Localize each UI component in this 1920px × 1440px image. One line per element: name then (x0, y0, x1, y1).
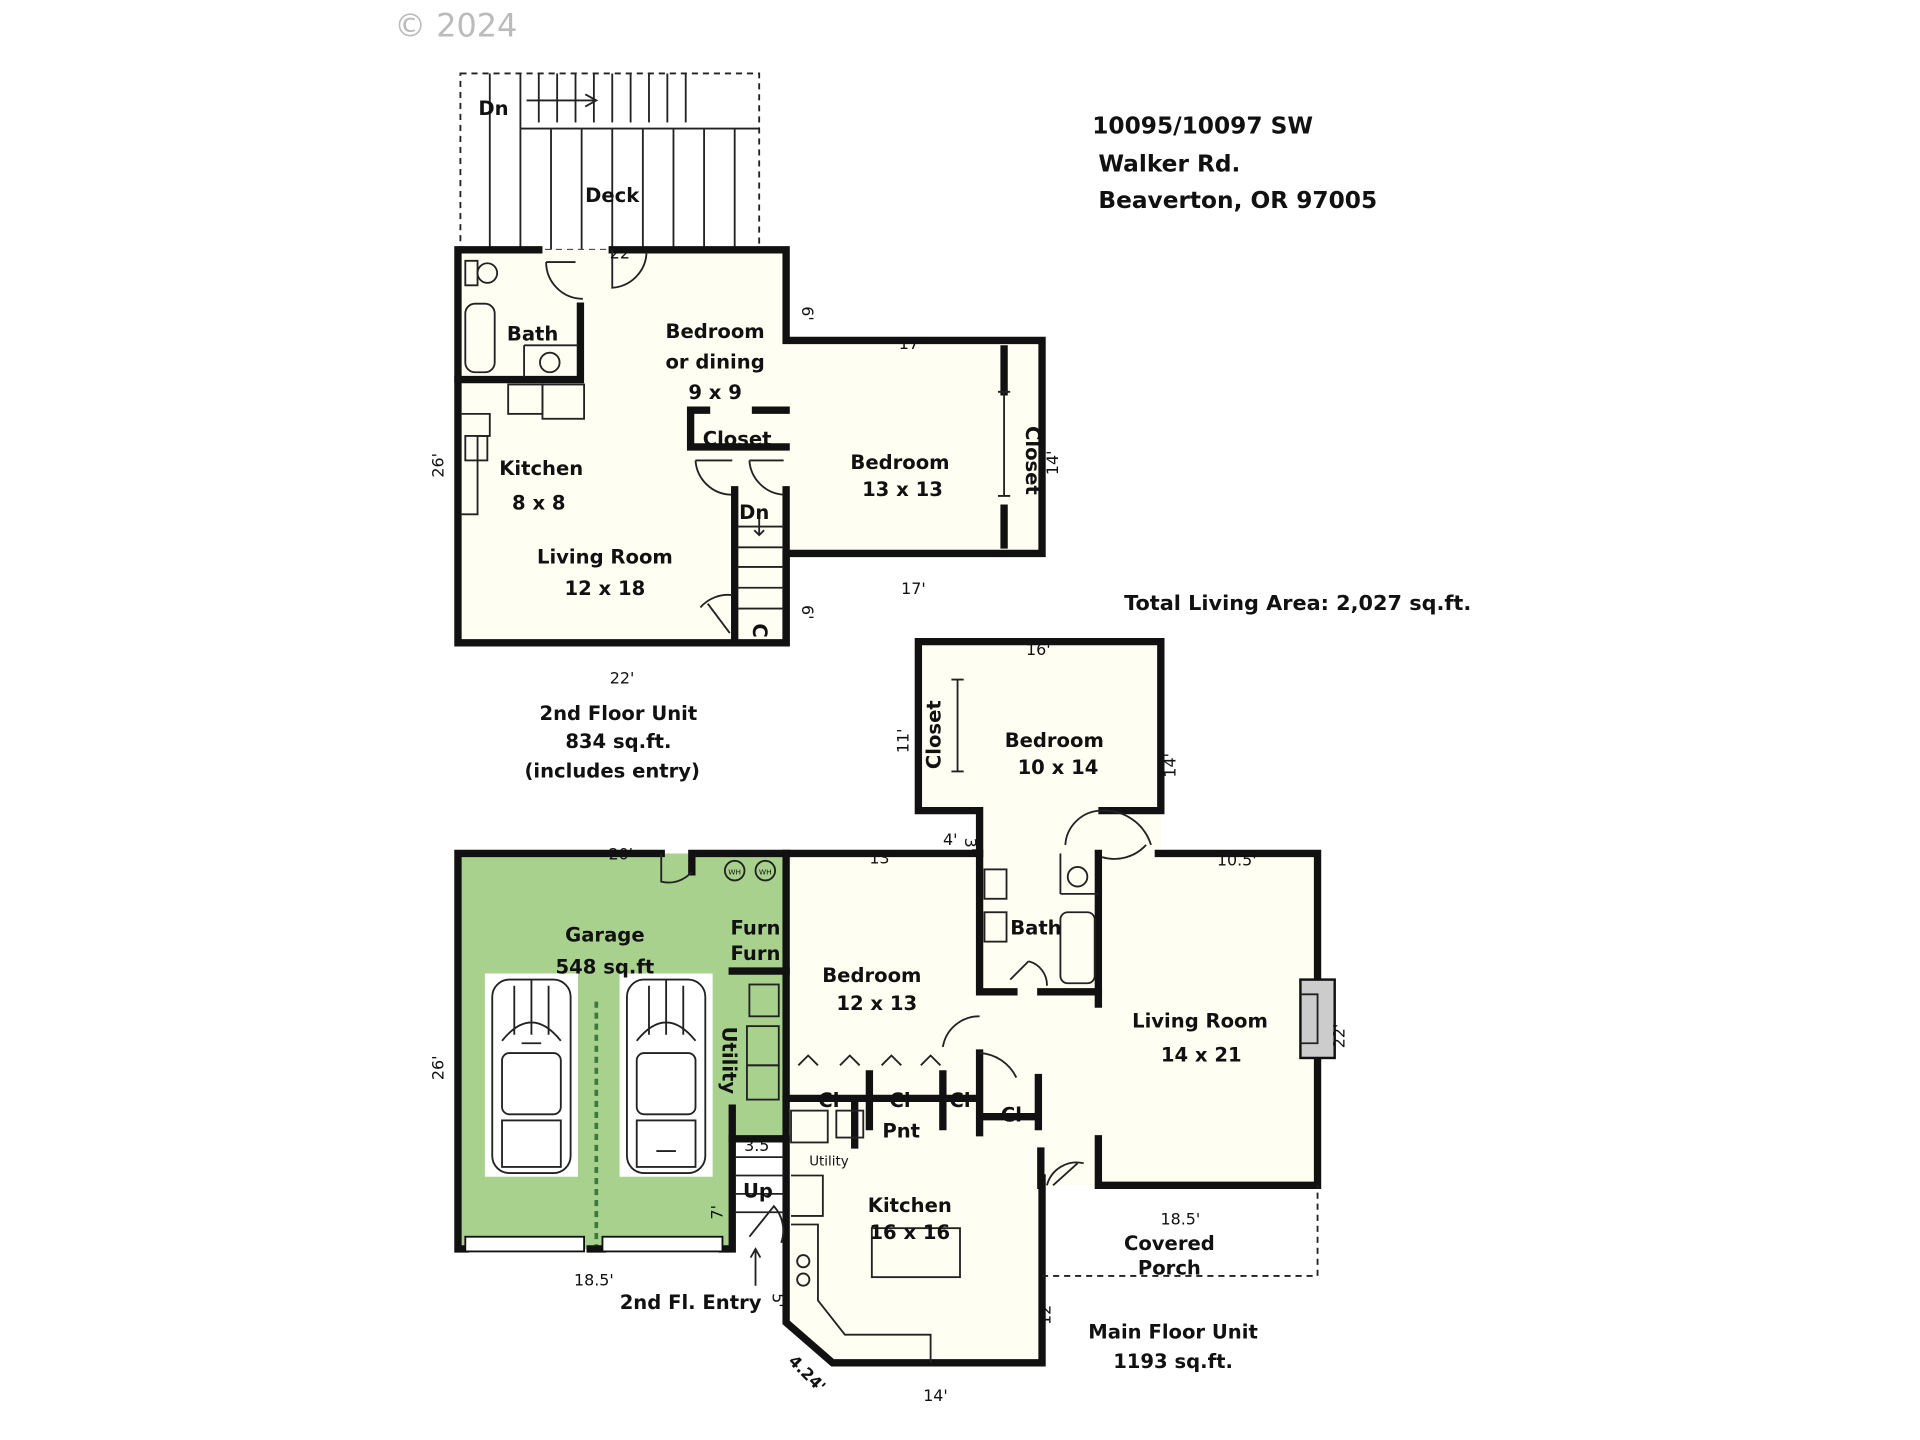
total-living-area: Total Living Area: 2,027 sq.ft. (1124, 591, 1471, 615)
dim-hall-small: 3' (961, 838, 980, 853)
upper-bedroom-label: Bedroom (850, 451, 949, 474)
upper-caption-2: 834 sq.ft. (565, 730, 671, 753)
upper-dim-right-lower: 6' (798, 605, 817, 620)
lower-caption-1: Main Floor Unit (1088, 1320, 1258, 1343)
upper-walls (454, 246, 1046, 647)
dim-living-top: 10.5' (1217, 851, 1257, 870)
bedroom2-size: 10 x 14 (1018, 756, 1099, 779)
upper-bedroom-dining-label: Bedroom (666, 320, 765, 343)
upper-kitchen-size: 8 x 8 (512, 491, 566, 514)
dim-garage-left: 26' (428, 1055, 447, 1080)
lower-kitchen-size: 16 x 16 (869, 1221, 950, 1244)
deck-stairs-label: Dn (478, 97, 508, 120)
dim-bed2-left: 11' (894, 729, 913, 754)
closet-1: Cl (818, 1089, 839, 1112)
dim-garage-top: 20' (609, 845, 634, 864)
bedroom1-size: 12 x 13 (836, 992, 917, 1015)
dim-stair-height: 7' (707, 1205, 726, 1220)
porch-label-1: Covered (1124, 1232, 1215, 1255)
upper-living-label: Living Room (537, 545, 673, 568)
garage-size: 548 sq.ft (556, 955, 655, 978)
dim-bed2-top: 16' (1026, 640, 1051, 659)
lower-living-size: 14 x 21 (1161, 1044, 1242, 1067)
upper-bedroom-closet: Closet (1021, 426, 1044, 495)
dim-hall-width: 4' (943, 830, 958, 849)
closet-4: Cl (1001, 1104, 1022, 1127)
upper-dim-left: 26' (428, 453, 447, 478)
dim-kitchen-bottom: 14' (923, 1386, 948, 1405)
upper-bedroom-dining-label2: or dining (665, 351, 764, 374)
porch-label-2: Porch (1138, 1257, 1201, 1280)
pantry-label: Pnt (882, 1120, 920, 1143)
bedroom1-label: Bedroom (822, 964, 921, 987)
lower-walls (454, 637, 1336, 1367)
upper-kitchen-label: Kitchen (499, 457, 583, 480)
address-line3: Beaverton, OR 97005 (1098, 187, 1377, 214)
upper-living-size: 12 x 18 (565, 577, 646, 600)
upper-closet-label: Closet (703, 428, 772, 451)
upper-bedroom-size: 13 x 13 (862, 478, 943, 501)
dim-garage-bottom: 18.5' (574, 1271, 614, 1290)
upper-closet-small: C (748, 623, 771, 637)
address-line1: 10095/10097 SW (1092, 112, 1313, 139)
dim-bed2-right: 14' (1161, 753, 1180, 778)
furnace-1: Furn (731, 916, 781, 939)
upper-caption-3: (includes entry) (524, 760, 700, 783)
water-heater-1: WH (728, 867, 741, 876)
dim-stair-width: 3.5 (744, 1136, 769, 1155)
upper-dim-top: 22' (610, 243, 635, 262)
dim-entry: 5' (769, 1293, 788, 1308)
bedroom2-closet: Closet (922, 700, 945, 769)
upper-dim-bed-bottom: 17' (901, 579, 926, 598)
utility-small-label: Utility (809, 1155, 849, 1170)
upper-dim-bed-top: 17' (899, 334, 924, 353)
furnace-2: Furn (731, 942, 781, 965)
deck-label: Deck (585, 184, 640, 207)
lower-caption-2: 1193 sq.ft. (1113, 1350, 1233, 1373)
upper-caption-1: 2nd Floor Unit (539, 702, 697, 725)
stairs-up-label: Up (743, 1180, 773, 1203)
water-heater-2: WH (759, 867, 772, 876)
upper-stairs-label: Dn (739, 501, 769, 524)
garage-utility-label: Utility (717, 1027, 740, 1095)
closet-2: Cl (889, 1089, 910, 1112)
upper-bedroom-dining-size: 9 x 9 (688, 381, 742, 404)
address-line2: Walker Rd. (1098, 150, 1240, 177)
deck (459, 72, 761, 251)
dim-kitchen-right: 12' (1036, 1300, 1055, 1325)
garage-cars (484, 973, 713, 1247)
entry-label: 2nd Fl. Entry (620, 1291, 762, 1314)
dim-porch: 18.5' (1161, 1209, 1201, 1228)
copyright: © 2024 (394, 7, 517, 45)
dim-bed1-top: 13' (869, 848, 894, 867)
lower-kitchen-label: Kitchen (868, 1194, 952, 1217)
upper-bath-label: Bath (507, 322, 558, 345)
garage-label: Garage (565, 924, 644, 947)
upper-dim-bed-right: 14' (1043, 451, 1062, 476)
upper-dim-right-upper: 6' (798, 306, 817, 321)
lower-bath-label: Bath (1010, 916, 1061, 939)
dim-living-right: 22' (1329, 1024, 1348, 1049)
lower-living-label: Living Room (1132, 1009, 1268, 1032)
bedroom2-label: Bedroom (1005, 729, 1104, 752)
upper-dim-bottom: 22' (610, 668, 635, 687)
closet-3: Cl (949, 1089, 970, 1112)
